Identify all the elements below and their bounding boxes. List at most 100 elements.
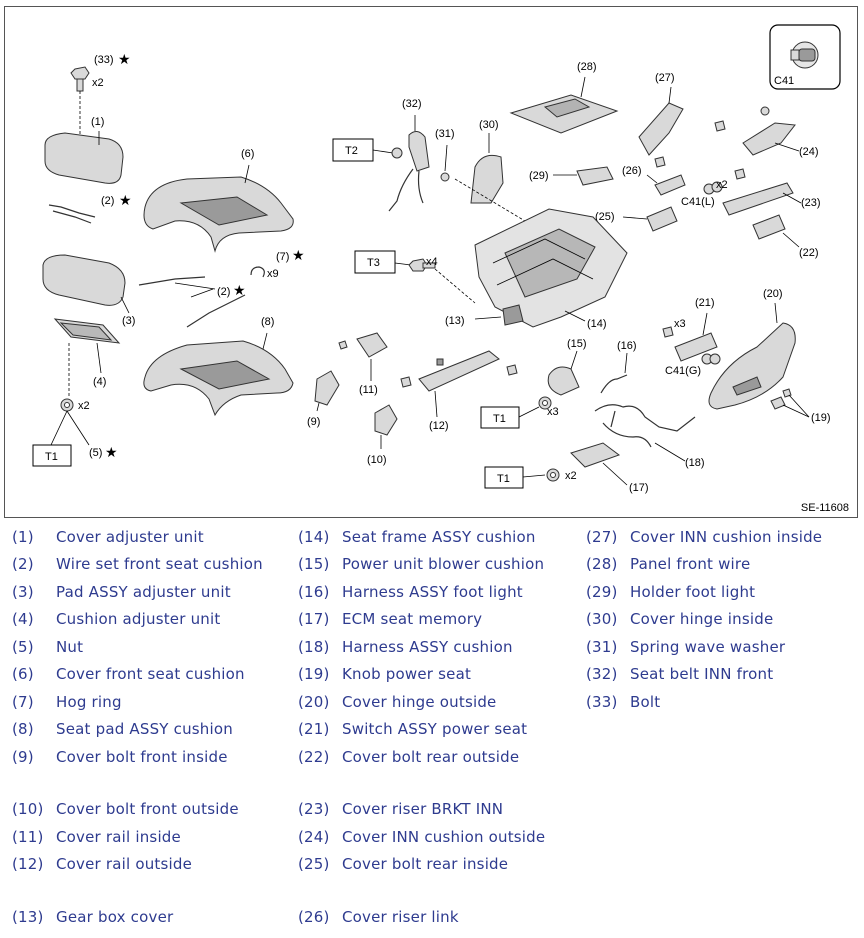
legend-item: (23) Cover riser BRKT INN <box>298 800 503 818</box>
legend-item: (4)Cushion adjuster unit <box>12 610 220 628</box>
torque-box-t3 <box>354 250 396 274</box>
legend-item-number: (22) <box>298 748 330 766</box>
qty-23: x2 <box>716 179 728 191</box>
callout-23: (23) <box>801 197 821 209</box>
callout-25: (25) <box>595 211 615 223</box>
callout-16: (16) <box>617 340 637 352</box>
legend-item: (29)Holder foot light <box>586 583 755 601</box>
callout-21: (21) <box>695 297 715 309</box>
legend-item-name: Harness ASSY foot light <box>342 583 523 601</box>
part-4-cushion-adjuster: (4) <box>53 318 121 397</box>
legend-item-name: Wire set front seat cushion <box>56 555 263 573</box>
legend-item: (1) Cover adjuster unit <box>12 528 204 546</box>
callout-31: (31) <box>435 128 455 140</box>
part-2-wire-set: (2) ★ <box>48 193 132 224</box>
legend-item: (21)Switch ASSY power seat <box>298 720 527 738</box>
exploded-parts-diagram: C41 (33) ★ x2 (1) (2) ★ (3) (4) <box>4 6 858 518</box>
legend-item-name: Cover bolt rear inside <box>342 855 509 873</box>
legend-item-number: (31) <box>586 638 618 656</box>
qty-7: x9 <box>267 268 279 280</box>
legend-item-name: Panel front wire <box>630 555 751 573</box>
part-31-spring-wave-washer: (31) <box>435 128 455 182</box>
legend-item: (17)ECM seat memory <box>298 610 482 628</box>
legend-item-number: (20) <box>298 693 330 711</box>
legend-item-name: Cover adjuster unit <box>56 528 204 546</box>
legend-item-number: (1) <box>12 528 34 546</box>
legend-item-name: Bolt <box>630 693 661 711</box>
callout-32: (32) <box>402 98 422 110</box>
legend-item: (14) Seat frame ASSY cushion <box>298 528 536 546</box>
legend-item: (28)Panel front wire <box>586 555 750 573</box>
part-12-cover-rail-outside: (12) <box>400 350 518 432</box>
part-15-power-unit-blower: (15) <box>547 338 587 396</box>
callout-33: (33) <box>94 54 114 66</box>
legend-item-name: Seat frame ASSY cushion <box>342 528 536 546</box>
legend-item: (8)Seat pad ASSY cushion <box>12 720 233 738</box>
legend-item-name: Cover rail outside <box>56 855 193 873</box>
callout-14: (14) <box>587 318 607 330</box>
part-28-panel-front-wire: (28) <box>509 61 619 134</box>
legend-item-name: Cover bolt front outside <box>56 800 239 818</box>
callout-18: (18) <box>685 457 705 469</box>
legend-item-name: Hog ring <box>56 693 122 711</box>
torque-t3-bolts: T3 x4 <box>354 250 476 304</box>
part-22-cover-bolt-rear-outside: (22) <box>752 214 819 259</box>
callout-9: (9) <box>307 416 320 428</box>
connector-inset-label: C41 <box>774 75 794 87</box>
legend-item: (3)Pad ASSY adjuster unit <box>12 583 231 601</box>
callout-2a: (2) <box>101 195 114 207</box>
legend-item-name: Switch ASSY power seat <box>342 720 528 738</box>
callout-3: (3) <box>122 315 135 327</box>
legend-item-number: (18) <box>298 638 330 656</box>
part-25-cover-bolt-rear-inside: (25) <box>595 206 678 232</box>
part-13-gear-box-cover: (13) <box>445 304 524 327</box>
part-16-harness-foot-light: (16) <box>600 340 637 394</box>
part-29-holder-foot-light: (29) <box>529 166 614 186</box>
legend-item-name: Cover INN cushion inside <box>630 528 823 546</box>
callout-24: (24) <box>799 146 819 158</box>
legend-item: (31) Spring wave washer <box>586 638 785 656</box>
callout-20: (20) <box>763 288 783 300</box>
torque-t1a: T1 <box>45 451 58 463</box>
legend-item-name: Gear box cover <box>56 908 174 926</box>
part-27-cover-inn-cushion-inside: (27) <box>638 72 726 156</box>
callout-19: (19) <box>811 412 831 424</box>
legend-item-number: (27) <box>586 528 618 546</box>
legend-item-number: (2) <box>12 555 34 573</box>
part-32-seat-belt-inn-front: T2 (32) <box>332 98 430 212</box>
torque-t1-middle: x3 T1 <box>480 396 559 429</box>
legend-item: (24)Cover INN cushion outside <box>298 828 545 846</box>
legend-item-name: Spring wave washer <box>630 638 786 656</box>
legend-item: (12)Cover rail outside <box>12 855 192 873</box>
legend-item-name: Holder foot light <box>630 583 756 601</box>
part-20-cover-hinge-outside: (20) <box>708 288 796 410</box>
legend-item-number: (3) <box>12 583 34 601</box>
callout-33-star: ★ <box>118 52 131 68</box>
part-17-ecm-seat-memory: (17) x2 T1 <box>484 442 649 494</box>
diagram-drawing: C41 (33) ★ x2 (1) (2) ★ (3) (4) <box>32 24 841 494</box>
legend-item-name: Cover riser BRKT INN <box>342 800 504 818</box>
legend-item: (25)Cover bolt rear inside <box>298 855 508 873</box>
callout-13: (13) <box>445 315 465 327</box>
legend-item-number: (10) <box>12 800 44 818</box>
legend-item: (30)Cover hinge inside <box>586 610 773 628</box>
legend-item-number: (9) <box>12 748 34 766</box>
legend-item-number: (14) <box>298 528 330 546</box>
legend-item-number: (15) <box>298 555 330 573</box>
qty-t1b: x2 <box>565 470 577 482</box>
legend-item-number: (23) <box>298 800 330 818</box>
part-1-cover-adjuster-unit: (1) <box>44 116 124 184</box>
legend-item-number: (32) <box>586 665 618 683</box>
callout-2a-star: ★ <box>119 193 132 209</box>
legend-item-name: Knob power seat <box>342 665 472 683</box>
qty-33: x2 <box>92 77 104 89</box>
diagram-code: SE-11608 <box>800 502 849 514</box>
part-5-nut: x2 (5) ★ T1 <box>32 398 118 467</box>
legend-item-name: Cover front seat cushion <box>56 665 245 683</box>
legend-item: (27) Cover INN cushion inside <box>586 528 822 546</box>
callout-6: (6) <box>241 148 254 160</box>
part-8-seat-pad-assy: (8) <box>143 316 294 417</box>
legend-item-number: (5) <box>12 638 34 656</box>
legend-item-number: (6) <box>12 665 34 683</box>
part-2-wire-set-b: (2) ★ <box>138 276 246 328</box>
